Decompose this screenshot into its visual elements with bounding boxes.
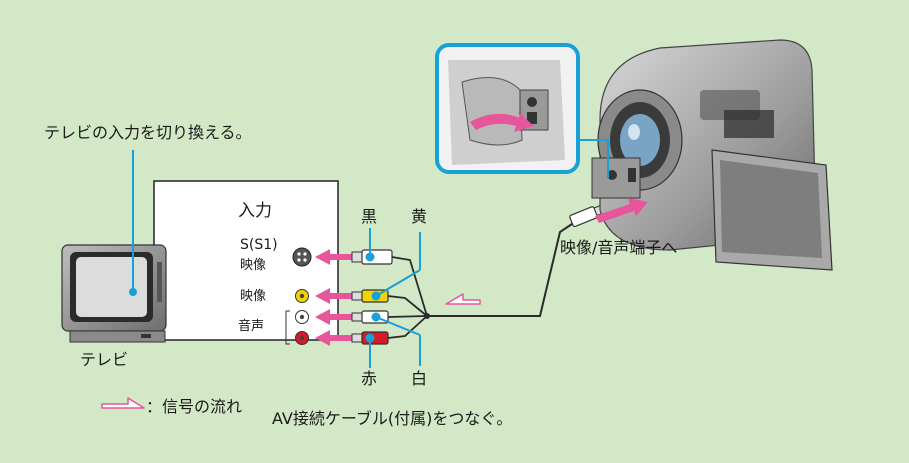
signal-arrows [315,249,355,346]
plug-white [351,310,389,324]
tv-icon [61,244,167,343]
signal-flow-arrow [445,293,481,305]
audio-bracket [285,310,290,345]
tv-name-label: テレビ [80,350,129,369]
detail-inset [435,43,580,174]
video-label: 映像 [240,289,267,304]
s-video-label: 映像 [240,258,267,273]
inset-callout-line [578,139,609,178]
audio-jack-white [295,310,309,324]
white-label: 白 [411,369,428,388]
yellow-label: 黄 [411,207,428,226]
tv-instruction-label: テレビの入力を切り換える。 [44,123,252,142]
cable-junction [424,313,430,319]
red-label: 赤 [361,369,378,388]
connect-instruction: AV接続ケーブル(付属)をつなぐ。 [272,409,513,428]
s-video-jack [292,247,312,267]
legend-label: ：信号の流れ [146,397,243,416]
legend-arrow [101,397,145,409]
input-title: 入力 [238,201,272,221]
av-cable [387,221,576,339]
video-jack-yellow [295,289,309,303]
s-terminal-label: S(S1) [240,237,278,253]
black-label: 黒 [361,207,378,226]
camcorder-illustration [591,39,833,271]
audio-jack-red [295,331,309,345]
audio-label: 音声 [238,319,265,334]
camera-jack-label: 映像/音声端子へ [560,238,678,257]
camera-signal-arrow [595,198,648,223]
color-callouts [365,228,421,368]
tv-callout-dot [129,288,137,296]
